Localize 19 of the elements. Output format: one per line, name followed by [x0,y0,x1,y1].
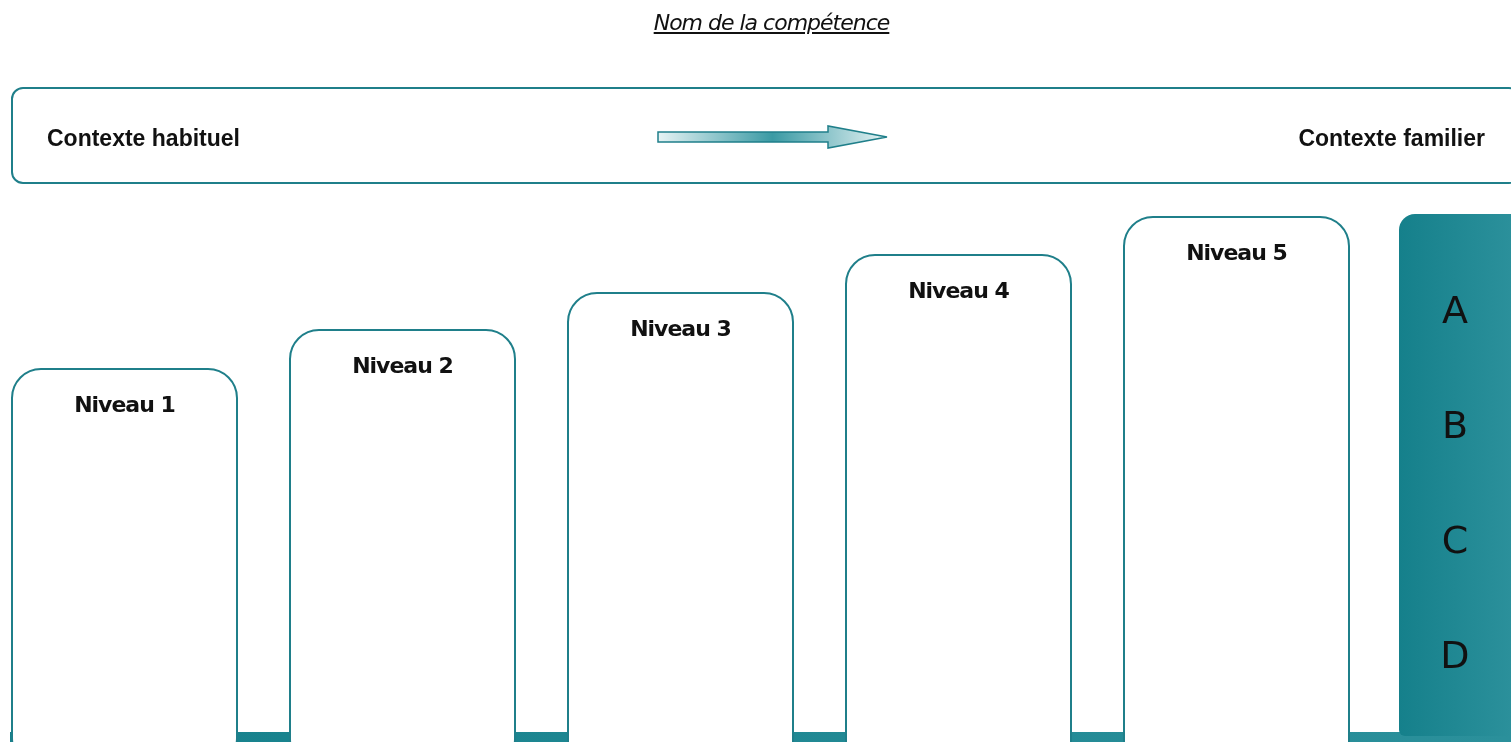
level-box [11,368,238,742]
level-box [289,329,516,742]
level-box [1123,216,1350,742]
scale-letter: C [1440,518,1470,562]
page-title: Nom de la compétence [652,10,891,35]
level-scale-bar [1399,214,1511,736]
level-box [567,292,794,742]
scale-letter: D [1439,633,1471,677]
level-title: Niveau 5 [1185,240,1288,265]
scale-letter: B [1440,403,1470,447]
level-box [845,254,1072,742]
level-title: Niveau 2 [351,353,454,378]
level-title: Niveau 1 [73,392,176,417]
level-title: Niveau 4 [907,278,1010,303]
context-band [11,87,1511,184]
band-label: Contexte habituel [47,125,240,152]
level-title: Niveau 3 [629,316,732,341]
scale-letter: A [1441,288,1469,332]
band-label: Contexte familier [1298,125,1485,152]
